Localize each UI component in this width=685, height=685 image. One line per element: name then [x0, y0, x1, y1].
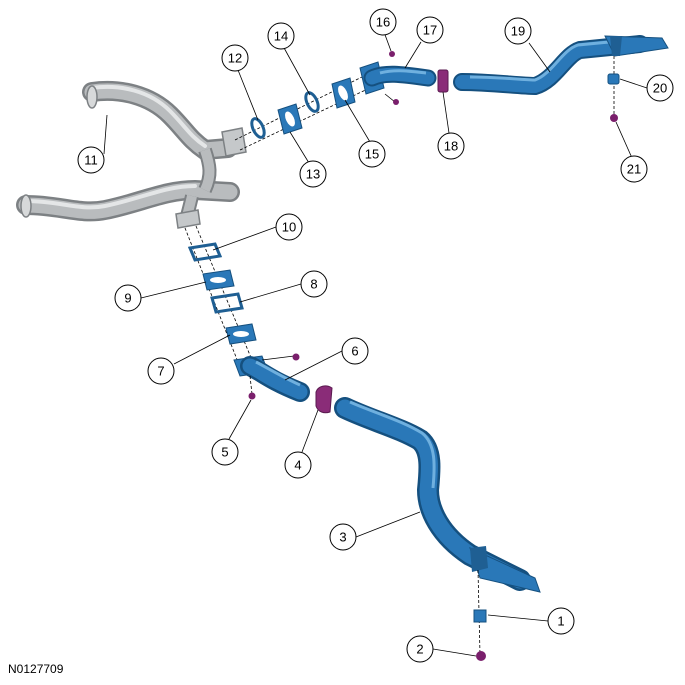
lower-exhaust-run [233, 353, 541, 661]
figure-id: N0127709 [8, 662, 64, 676]
callout-9: 9 [114, 284, 142, 312]
callout-label: 17 [423, 23, 437, 38]
callout-15: 15 [358, 140, 386, 168]
flange-7 [225, 323, 257, 345]
callout-label: 1 [557, 614, 564, 629]
callout-6: 6 [341, 337, 369, 365]
lower-pipe-inlet [20, 194, 32, 218]
callout-label: 16 [376, 15, 390, 30]
callout-circle [299, 160, 327, 188]
callout-4: 4 [284, 451, 312, 479]
callout-17: 17 [416, 16, 444, 44]
upper-pipe-flange [221, 127, 247, 157]
callout-circle [77, 146, 105, 174]
callout-circle [620, 155, 648, 183]
upper-pipe-inlet [86, 85, 98, 109]
callout-label: 12 [228, 51, 242, 66]
callout-leaders [103, 31, 648, 657]
callout-label: 8 [310, 277, 317, 292]
callout-2: 2 [406, 635, 434, 663]
callout-circle [284, 451, 312, 479]
callout-3: 3 [329, 523, 357, 551]
gasket-10 [187, 242, 223, 262]
callout-circle [267, 22, 295, 50]
callout-14: 14 [267, 22, 295, 50]
callout-circle [300, 270, 328, 298]
callout-label: 19 [511, 24, 525, 39]
callout-label: 3 [339, 530, 346, 545]
flange-9 [202, 269, 235, 291]
callout-8: 8 [300, 270, 328, 298]
callout-label: 4 [294, 458, 301, 473]
callout-label: 10 [282, 220, 296, 235]
lower-gasket-stack [184, 225, 257, 363]
gasket-14 [304, 91, 320, 113]
callout-7: 7 [147, 357, 175, 385]
gasket-12 [250, 117, 266, 139]
callout-label: 21 [627, 162, 641, 177]
callout-label: 15 [365, 147, 379, 162]
callout-19: 19 [504, 17, 532, 45]
callout-13: 13 [299, 160, 327, 188]
lower-pipe-flange [175, 209, 201, 229]
callout-label: 20 [653, 81, 667, 96]
callout-label: 9 [124, 291, 131, 306]
bolt-16 [389, 51, 395, 57]
callout-1: 1 [547, 607, 575, 635]
callout-20: 20 [646, 74, 674, 102]
callout-16: 16 [369, 8, 397, 36]
callout-label: 2 [416, 642, 423, 657]
callout-21: 21 [620, 155, 648, 183]
callout-circle [646, 74, 674, 102]
callout-10: 10 [275, 213, 303, 241]
callout-circle [369, 8, 397, 36]
upper-gasket-stack [234, 71, 379, 151]
callout-label: 14 [274, 29, 288, 44]
callout-11: 11 [77, 146, 105, 174]
callout-circle [406, 635, 434, 663]
callout-12: 12 [221, 44, 249, 72]
upper-exhaust-run [359, 35, 669, 122]
gasket-8 [210, 292, 244, 314]
callout-circle [221, 44, 249, 72]
callout-circle [114, 284, 142, 312]
callout-circle [547, 607, 575, 635]
callout-label: 11 [84, 153, 98, 168]
callout-label: 6 [351, 344, 358, 359]
clamp-4 [315, 385, 333, 414]
callout-circle [341, 337, 369, 365]
callout-5: 5 [211, 438, 239, 466]
callout-circle [147, 357, 175, 385]
nut-2 [476, 651, 486, 661]
flange-13 [277, 103, 303, 135]
callout-circle [437, 132, 465, 160]
callout-circle [504, 17, 532, 45]
callout-circle [358, 140, 386, 168]
flange-15 [331, 77, 356, 109]
callout-18: 18 [437, 132, 465, 160]
clamp-18 [437, 69, 449, 93]
isolator-1 [473, 609, 487, 623]
callout-label: 18 [444, 139, 458, 154]
front-pipe-assembly [16, 80, 247, 229]
callout-circle [329, 523, 357, 551]
bolt-5 [248, 392, 256, 400]
nut-21 [610, 114, 618, 122]
isolator-20 [607, 73, 620, 85]
callout-label: 5 [221, 445, 228, 460]
callout-circle [416, 16, 444, 44]
callout-circle [275, 213, 303, 241]
callout-label: 7 [157, 364, 164, 379]
callout-circle [211, 438, 239, 466]
callout-label: 13 [306, 167, 320, 182]
